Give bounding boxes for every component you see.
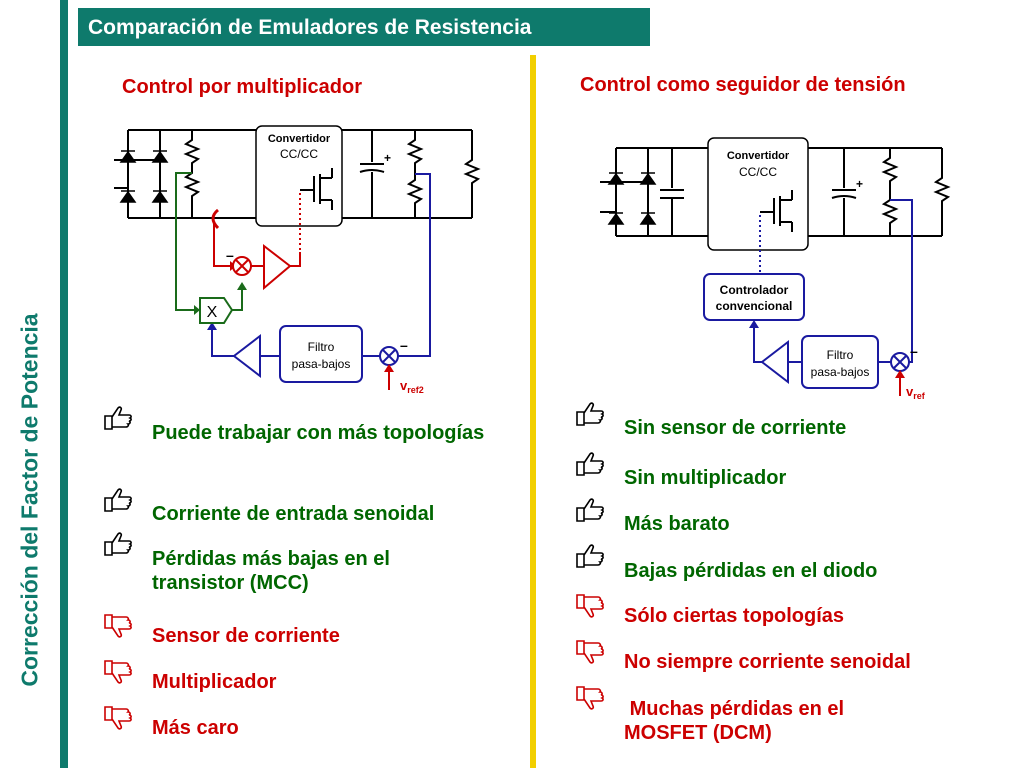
current-amplifier [263, 243, 292, 291]
thumbs-down-icon [576, 594, 604, 618]
voltage-node-minus: – [400, 337, 408, 353]
thumbs-down-icon [576, 686, 604, 710]
thumbs-down-icon [104, 706, 132, 730]
list-item: Muchas pérdidas en el MOSFET (DCM) [624, 698, 850, 744]
list-item: Pérdidas más bajas en el transistor (MCC… [152, 548, 390, 594]
thumbs-down-icon [104, 614, 132, 638]
converter-label-right-1: Convertidor [727, 150, 790, 162]
list-item: Más caro [152, 717, 239, 739]
current-node-minus: – [226, 247, 234, 263]
side-title: Corrección del Factor de Potencia [16, 313, 43, 687]
current-sensor [211, 208, 220, 230]
input-capacitor [660, 148, 684, 236]
thumbs-down-icon [104, 660, 132, 684]
voltage-feedback-line [392, 173, 431, 357]
output-divider-resistor [406, 130, 424, 218]
output-capacitor [359, 130, 385, 218]
side-title-panel: Corrección del Factor de Potencia [0, 0, 60, 768]
filter-label-right-2: pasa-bajos [811, 365, 870, 379]
power-rails [114, 129, 472, 219]
svg-text:+: + [856, 177, 863, 191]
thumbs-up-icon [576, 544, 604, 568]
output-capacitor-right [831, 148, 857, 236]
side-accent-bar [60, 0, 68, 768]
list-item: Corriente de entrada senoidal [152, 503, 435, 525]
svg-text:+: + [384, 151, 391, 165]
voltage-amplifier [232, 333, 261, 379]
list-item: Puede trabajar con más topologías [152, 422, 485, 444]
input-resistor [183, 130, 201, 218]
thumbs-up-icon [104, 406, 132, 430]
thumbs-down-icon [576, 640, 604, 664]
load-resistor-right [933, 148, 951, 236]
list-item: Bajas pérdidas en el diodo [624, 560, 878, 582]
mosfet-symbol [300, 168, 333, 210]
voltage-feedback-line-right [890, 199, 913, 363]
list-item: Sin multiplicador [624, 467, 787, 489]
controller-label-2: convencional [716, 299, 793, 313]
right-heading: Control como seguidor de tensión [580, 74, 906, 96]
controller-label-1: Controlador [720, 283, 789, 297]
list-item: Sensor de corriente [152, 625, 340, 647]
low-pass-filter-block [279, 325, 363, 383]
thumbs-up-icon [104, 488, 132, 512]
voltage-amplifier-right [760, 339, 789, 385]
list-item: Multiplicador [152, 671, 277, 693]
ref-arrow [384, 364, 394, 372]
multiplier-block [199, 297, 234, 324]
list-item: Más barato [624, 513, 730, 535]
ref-label: vref2 [400, 378, 424, 395]
thumbs-up-icon [576, 498, 604, 522]
summing-node-minus-right: – [910, 343, 918, 359]
multiplier-control-diagram: Convertidor CC/CC + – vref2 Filtro pasa-… [114, 125, 481, 395]
filter-label-right-1: Filtro [827, 348, 854, 362]
ref-arrow-right [895, 370, 905, 378]
bridge-diodes-right [607, 172, 657, 225]
multiplier-label: X [207, 304, 218, 321]
list-item: Sin sensor de corriente [624, 417, 847, 439]
converter-label-right-2: CC/CC [739, 165, 777, 179]
conventional-controller-block [703, 273, 805, 321]
list-item: No siempre corriente senoidal [624, 651, 911, 673]
thumbs-up-icon [576, 402, 604, 426]
list-item: Sólo ciertas topologías [624, 605, 845, 627]
converter-label-1: Convertidor [268, 133, 331, 145]
column-divider [530, 55, 536, 768]
thumbs-up-icon [576, 452, 604, 476]
filter-label-1: Filtro [308, 340, 335, 354]
bridge-diodes [119, 150, 169, 203]
voltage-follower-control-diagram: Convertidor CC/CC + Controlador convenci… [600, 137, 951, 401]
load-resistor [463, 130, 481, 218]
slide-title: Comparación de Emuladores de Resistencia [78, 8, 650, 46]
filter-label-2: pasa-bajos [292, 357, 351, 371]
output-divider-resistor-right [881, 148, 899, 236]
thumbs-up-icon [104, 532, 132, 556]
left-heading: Control por multiplicador [122, 76, 362, 98]
mosfet-symbol-right [760, 190, 793, 232]
low-pass-filter-block-right [801, 335, 879, 389]
input-voltage-sense-line [175, 172, 196, 311]
ref-label-right: vref [906, 384, 926, 401]
converter-label-2: CC/CC [280, 147, 318, 161]
